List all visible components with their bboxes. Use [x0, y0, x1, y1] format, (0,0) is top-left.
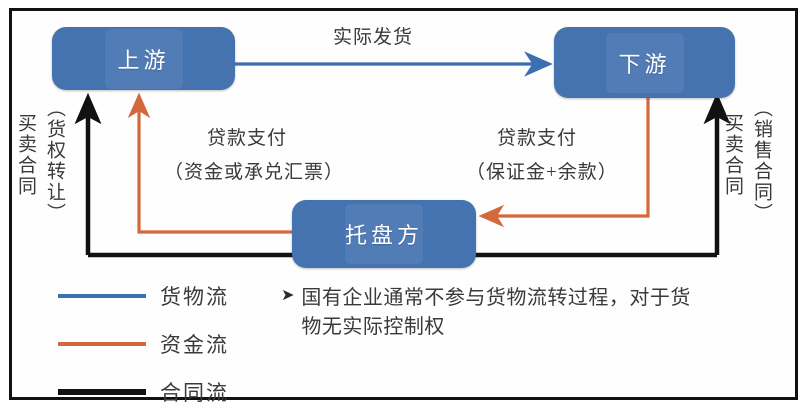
note-text: 国有企业通常不参与货物流转过程，对于货物无实际控制权 [301, 287, 691, 338]
legend-label-goods: 货物流 [160, 285, 229, 309]
edge-label-payment-right-line2: （保证金+余款） [466, 162, 618, 183]
node-upstream-label: 上游 [117, 47, 170, 73]
legend-item-goods: 货物流 [58, 272, 229, 320]
node-platform-label: 托盘方 [344, 223, 423, 248]
vertical-label-left-inner: （货权转让） [44, 98, 65, 224]
vertical-label-right-outer: （销售合同） [751, 98, 772, 224]
node-platform[interactable]: 托盘方 [292, 200, 476, 268]
legend-item-funds: 资金流 [58, 320, 229, 368]
edge-label-payment-left-line2: （资金或承兑汇票） [164, 162, 345, 183]
vertical-label-right-inner: 买卖合同 [722, 113, 743, 197]
vertical-label-left-outer: 买卖合同 [15, 113, 36, 197]
legend-swatch-funds-icon [58, 342, 146, 346]
node-downstream-label: 下游 [618, 51, 671, 77]
legend-item-contract: 合同流 [58, 368, 229, 416]
legend: 货物流 资金流 合同流 [58, 272, 229, 416]
node-upstream[interactable]: 上游 [52, 27, 235, 90]
node-watermark [104, 28, 183, 89]
legend-label-contract: 合同流 [160, 381, 229, 405]
note-callout: ➤ 国有企业通常不参与货物流转过程，对于货物无实际控制权 [281, 284, 711, 342]
edge-label-actual-shipment: 实际发货 [333, 27, 414, 48]
edge-label-payment-right-line1: 贷款支付 [497, 128, 578, 149]
node-downstream[interactable]: 下游 [554, 27, 735, 98]
legend-label-funds: 资金流 [160, 333, 229, 357]
node-watermark [605, 32, 684, 93]
legend-swatch-contract-icon [58, 389, 146, 395]
arrow-bullet-icon: ➤ [281, 287, 295, 304]
edge-label-payment-left-line1: 贷款支付 [207, 128, 288, 149]
legend-swatch-goods-icon [58, 294, 146, 298]
